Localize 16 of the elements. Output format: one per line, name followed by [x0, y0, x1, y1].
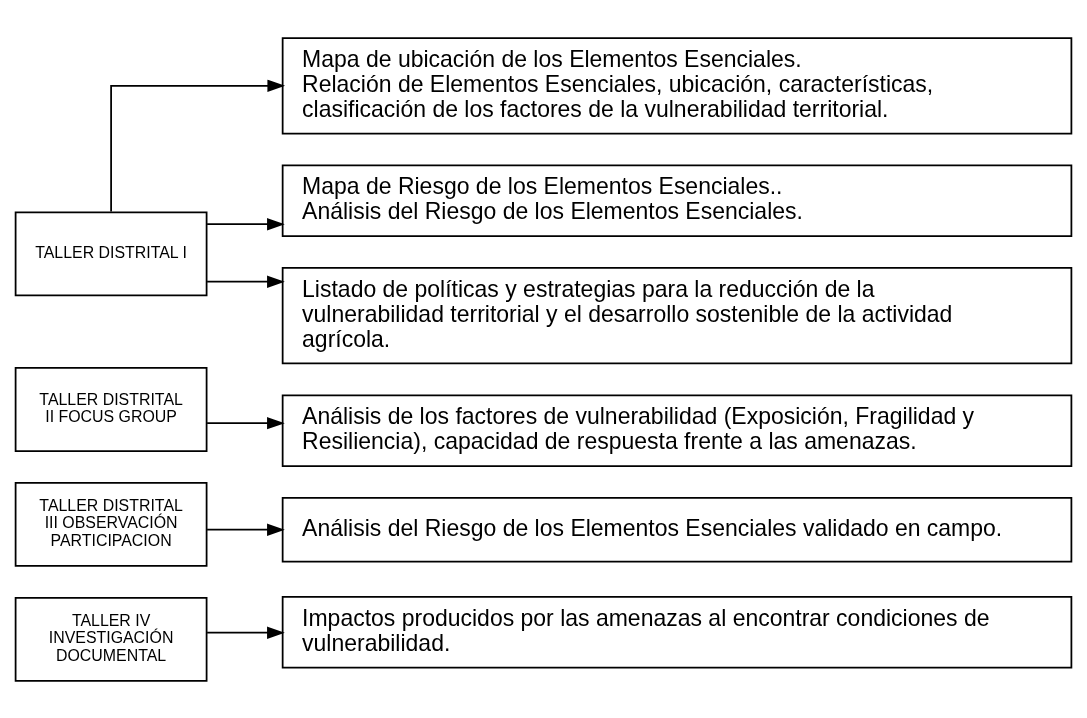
node-box: Impactos producidos por las amenazas al encontrar condiciones de vulnerabilidad.: [281, 595, 1073, 669]
node-box: TALLER DISTRITAL II FOCUS GROUP: [14, 366, 208, 452]
node-box: Análisis de los factores de vulnerabilidad (Exposición, Fragilidad y Resiliencia), capacidad de respuesta frente a las amenazas.: [281, 393, 1073, 467]
node-box: Mapa de Riesgo de los Elementos Esenciales.. Análisis del Riesgo de los Elementos Esenciales.: [281, 164, 1073, 237]
arrow: [206, 523, 285, 536]
node-box: TALLER DISTRITAL III OBSERVACIÓN PARTICIPACION: [14, 481, 208, 567]
arrow: [206, 416, 285, 429]
arrow: [206, 217, 285, 230]
node-box: TALLER DISTRITAL I: [14, 210, 208, 296]
node-box: Análisis del Riesgo de los Elementos Esenciales validado en campo.: [281, 496, 1073, 562]
node-box: Listado de políticas y estrategias para la reducción de la vulnerabilidad territorial y el desarrollo sostenible de la actividad agrícola.: [281, 266, 1073, 364]
arrow: [206, 275, 285, 288]
node-box: Mapa de ubicación de los Elementos Esenciales. Relación de Elementos Esenciales, ubicación, características, clasificación de los factores de la vulnerabilidad territorial.: [281, 36, 1073, 134]
arrow: [206, 626, 285, 639]
node-box: TALLER IV INVESTIGACIÓN DOCUMENTAL: [14, 596, 208, 682]
arrow: [110, 79, 286, 212]
